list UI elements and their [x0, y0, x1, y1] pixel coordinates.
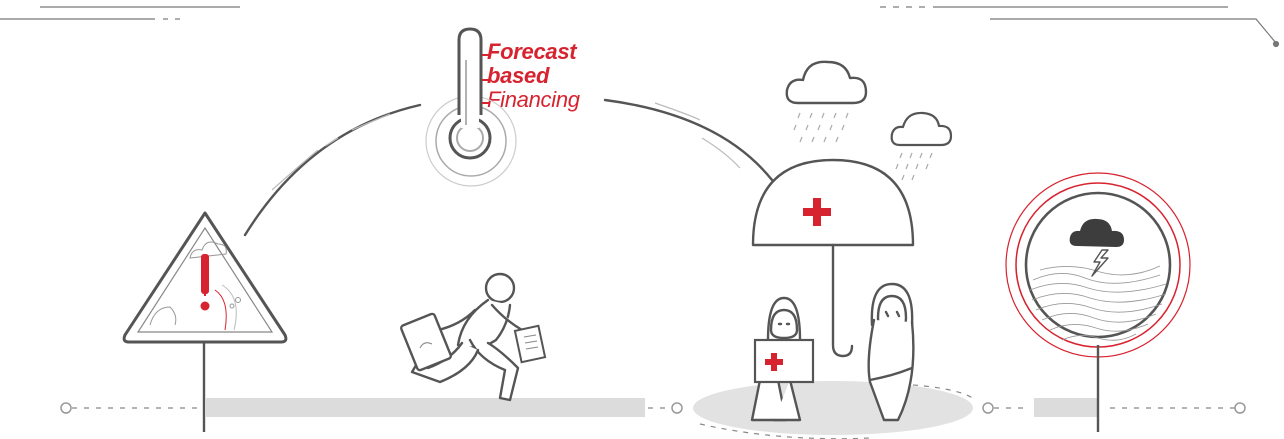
ground-shadow — [693, 381, 976, 439]
arc-shadow-lines — [271, 102, 741, 191]
running-person-icon — [410, 272, 524, 402]
umbrella-icon — [751, 158, 915, 358]
title-line-financing: Financing — [487, 87, 580, 112]
elder-figure — [867, 282, 915, 422]
fbf-title: Forecast based Financing — [487, 40, 580, 112]
red-cross-crescent-emblem-icon — [803, 198, 855, 226]
title-line-based: based — [487, 63, 550, 88]
title-line-forecast: Forecast — [487, 39, 577, 64]
thermometer-icon — [425, 27, 517, 187]
forecast-arc — [243, 98, 774, 237]
document-icon — [513, 324, 547, 364]
rain-cloud-icon — [785, 60, 868, 143]
storm-globe-icon — [1005, 172, 1191, 432]
top-decor-lines — [0, 6, 1280, 48]
tablet-icon — [400, 312, 452, 372]
rain-cloud-small-icon — [890, 111, 953, 181]
volunteer-figure — [750, 296, 802, 422]
timeline — [60, 398, 1246, 417]
red-cross-sign — [753, 338, 815, 384]
warning-triangle-icon — [122, 211, 288, 432]
